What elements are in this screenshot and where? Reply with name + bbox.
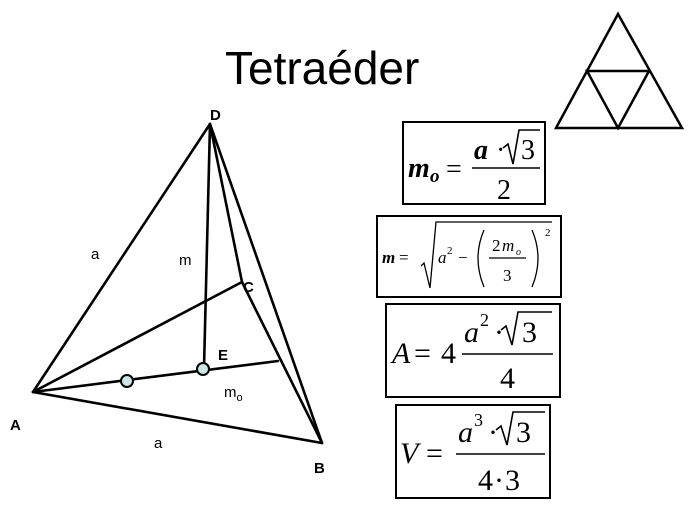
net-inner-triangle — [584, 69, 652, 131]
formula-denominator: 3 — [503, 266, 512, 285]
formula-denominator: 4 — [478, 464, 493, 497]
formula-dot: · — [494, 316, 504, 349]
formula-lhs: A — [390, 337, 411, 370]
formula-box — [395, 404, 551, 499]
formula-volume: V = a 3 · 3 4 · 3 — [395, 404, 551, 499]
formula-radicand: 3 — [522, 316, 537, 349]
formula-box — [402, 121, 546, 205]
formula-dot: · — [496, 135, 505, 166]
vertex-label-a: A — [10, 417, 21, 434]
point-e — [196, 362, 210, 376]
formula-exponent: 3 — [474, 410, 483, 430]
formula-lhs: V — [400, 437, 422, 470]
formula-box — [376, 215, 562, 298]
formula-minus: − — [458, 248, 468, 267]
formula-var: a — [438, 248, 447, 267]
edge-cb — [240, 280, 324, 445]
formula-radicand: 3 — [516, 416, 531, 449]
tetrahedron — [31, 122, 324, 445]
formula-radicand: 3 — [521, 135, 535, 166]
formula-var: a — [464, 316, 479, 349]
edge-label-ad: a — [91, 246, 100, 263]
formula-surface-area: A = 4 a 2 · 3 4 — [385, 303, 561, 398]
median-label: mo — [224, 384, 243, 404]
edge-ac — [31, 280, 244, 394]
formula-exponent: 2 — [545, 227, 551, 239]
formula-sub: o — [516, 247, 521, 258]
edge-ab — [31, 390, 324, 445]
centroid-point — [120, 374, 134, 388]
height-label: m — [179, 252, 192, 269]
left-paren — [477, 229, 485, 288]
formula-coef: 2 — [492, 236, 501, 255]
formula-var: a — [474, 135, 488, 166]
formula-equals: = — [399, 248, 409, 267]
height-line — [202, 122, 212, 370]
formula-denominator: 4 — [500, 362, 515, 395]
vertex-label-c: C — [243, 279, 254, 296]
vertex-label-d: D — [210, 107, 221, 124]
formula-equals: = — [414, 337, 431, 370]
formula-dot: · — [494, 464, 504, 497]
formula-lhs: m — [382, 248, 395, 267]
formula-denominator: 2 — [497, 175, 511, 206]
radical-sign — [502, 129, 540, 165]
formula-denominator: 3 — [505, 464, 520, 497]
radical-sign — [495, 411, 545, 446]
radical-sign — [500, 311, 552, 346]
formula-var: m — [502, 236, 514, 255]
formula-exponent: 2 — [447, 245, 453, 257]
vertex-label-e: E — [218, 347, 228, 364]
formula-coef: 4 — [441, 337, 456, 370]
formula-tetra-height: m = a 2 − 2 m o 3 2 — [376, 215, 562, 298]
right-paren — [531, 229, 539, 288]
radical-sign — [420, 221, 552, 289]
edge-db — [208, 122, 324, 445]
formula-dot: · — [488, 416, 498, 449]
formula-lhs: m — [408, 153, 430, 184]
formula-box — [385, 303, 561, 398]
median-line — [31, 359, 280, 394]
formula-face-height: m o = a · 3 2 — [402, 121, 546, 206]
edge-label-ab: a — [154, 435, 163, 452]
formula-equals: = — [426, 437, 443, 470]
vertex-label-b: B — [314, 460, 325, 477]
formula-equals: = — [446, 154, 462, 185]
tetrahedron-net-icon — [553, 11, 685, 131]
edge-dc — [208, 122, 244, 284]
formula-exponent: 2 — [480, 310, 489, 330]
page-title: Tetraéder — [225, 42, 419, 94]
formula-lhs-sub: o — [430, 166, 440, 187]
formula-var: a — [458, 416, 473, 449]
edge-ad — [31, 122, 212, 394]
